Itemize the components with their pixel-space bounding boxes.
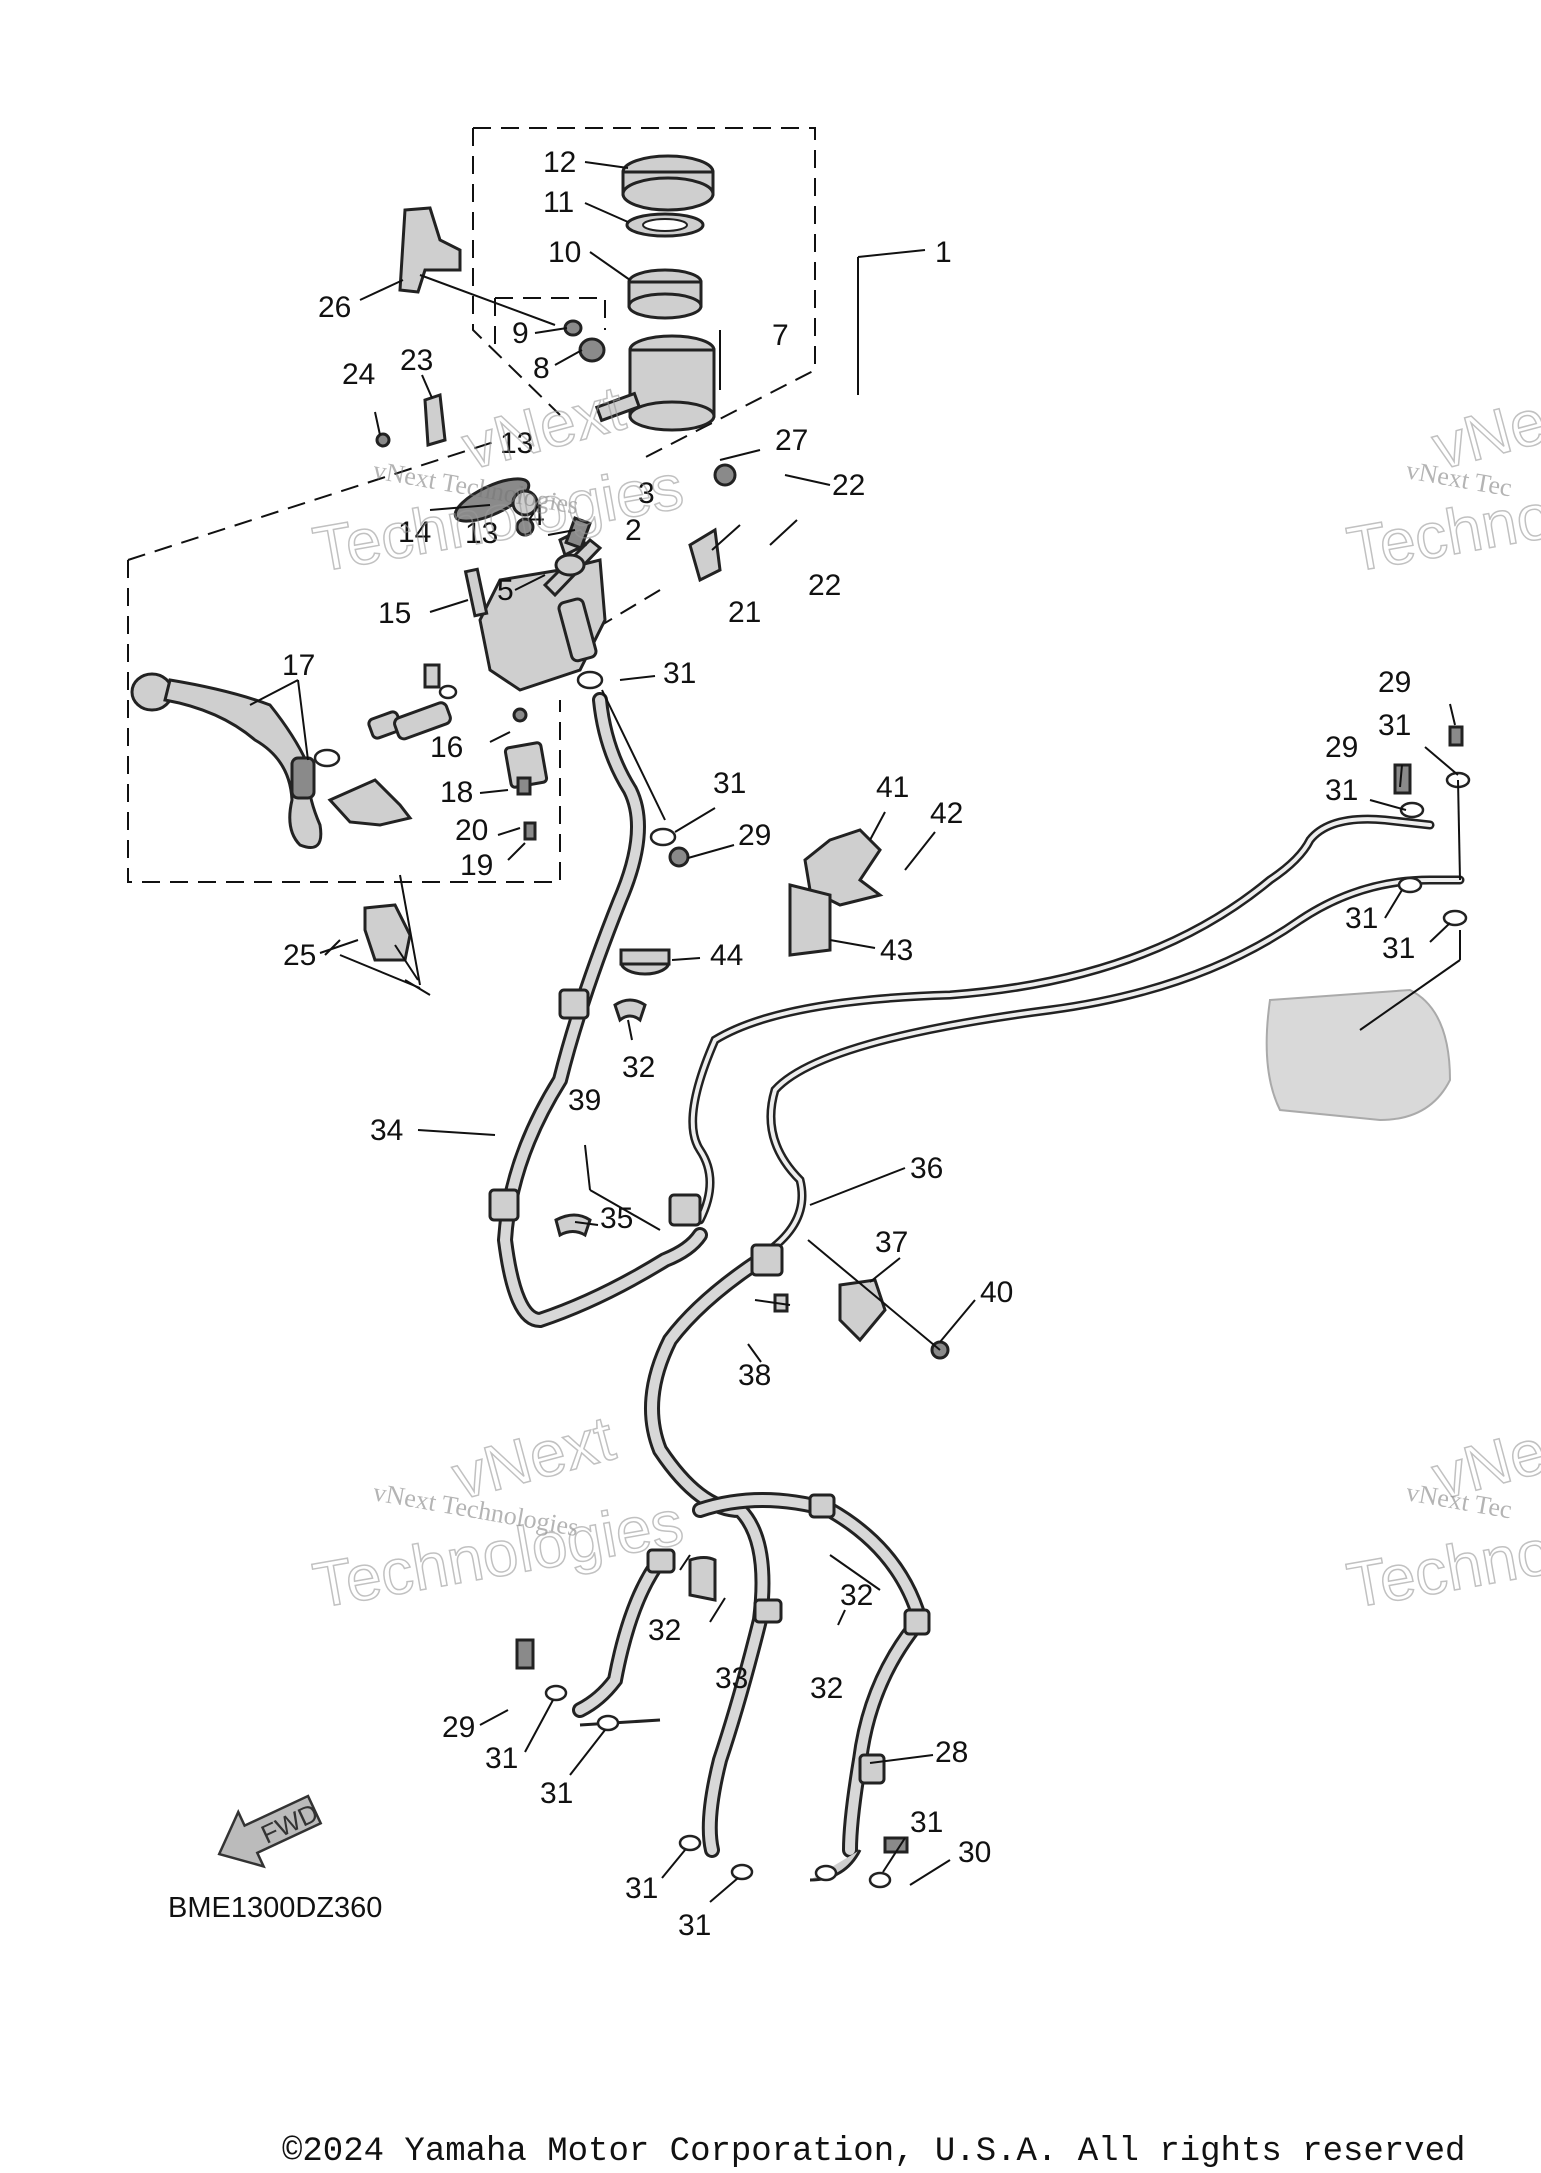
misc-parts: [423, 527, 1464, 1882]
callout-label: 13: [500, 427, 533, 460]
watermark-big: Techno: [1342, 1515, 1541, 1622]
callout-label: 31: [1325, 774, 1358, 807]
callout-label: 11: [543, 186, 574, 219]
callout-label: 22: [832, 469, 865, 502]
copyright-notice: ©2024 Yamaha Motor Corporation, U.S.A. A…: [282, 2133, 1465, 2171]
callout-label: 44: [710, 939, 743, 972]
callout-label: 17: [282, 649, 315, 682]
watermark-2: vNe vNext Tec Techno: [1341, 384, 1541, 587]
callout-label: 22: [808, 569, 841, 602]
callout-label: 24: [342, 358, 375, 391]
brake-lines: [488, 692, 1465, 1858]
callout-label: 31: [910, 1806, 943, 1839]
watermark-3: vNext vNext Technologies Technologies: [307, 1401, 689, 1623]
callout-label: 8: [533, 352, 550, 385]
callout-label: 16: [430, 731, 463, 764]
callout-label: 1: [935, 236, 952, 269]
callout-label: 32: [622, 1051, 655, 1084]
forward-direction-arrow: FWD: [217, 1794, 323, 1869]
lever-group: [130, 672, 549, 962]
callout-label: 30: [958, 1836, 991, 1869]
bracket-group: [375, 206, 462, 448]
callout-label: 36: [910, 1152, 943, 1185]
callout-label: 12: [543, 146, 576, 179]
o-rings: [544, 670, 1471, 1889]
leader-lines: [249, 161, 1461, 1903]
callout-label: 31: [1378, 709, 1411, 742]
callout-label: 42: [930, 797, 963, 830]
callout-label: 31: [713, 767, 746, 800]
callout-label: 39: [568, 1084, 601, 1117]
callout-label: 7: [772, 319, 789, 352]
callout-label: 13: [465, 517, 498, 550]
callout-label: 34: [370, 1114, 403, 1147]
callout-label: 32: [648, 1614, 681, 1647]
callout-label: 27: [775, 424, 808, 457]
callout-label: 19: [460, 849, 493, 882]
callout-label: 31: [540, 1777, 573, 1810]
master-cylinder-body: [453, 477, 607, 692]
callout-label: 21: [728, 596, 761, 629]
watermark-4: vNe vNext Tec Techno: [1341, 1414, 1541, 1623]
callout-label: 29: [442, 1711, 475, 1744]
callout-label: 9: [512, 317, 529, 350]
callout-label: 33: [715, 1662, 748, 1695]
callout-label: 31: [1382, 932, 1415, 965]
callout-label: 40: [980, 1276, 1013, 1309]
callout-label: 20: [455, 814, 488, 847]
callout-label: 18: [440, 776, 473, 809]
callout-label: 29: [738, 819, 771, 852]
callout-label: 23: [400, 344, 433, 377]
callout-label: 15: [378, 597, 411, 630]
callout-label: 29: [1378, 666, 1411, 699]
callout-label: 31: [663, 657, 696, 690]
callout-label: 37: [875, 1226, 908, 1259]
callout-label: 31: [625, 1872, 658, 1905]
assembly-boundaries: [127, 127, 816, 883]
callout-label: 28: [935, 1736, 968, 1769]
callout-label: 4: [528, 499, 545, 532]
watermark-big: Techno: [1342, 479, 1541, 586]
callout-labels: 12 11 10 1 26 9 8 7 24 23 13 27 22 3 14 …: [282, 146, 1415, 1942]
callout-label: 31: [1345, 902, 1378, 935]
callout-label: 2: [625, 514, 642, 547]
callout-label: 35: [600, 1202, 633, 1235]
callout-label: 3: [638, 477, 655, 510]
callout-label: 43: [880, 934, 913, 967]
callout-label: 38: [738, 1359, 771, 1392]
callout-label: 32: [840, 1579, 873, 1612]
callout-label: 32: [810, 1672, 843, 1705]
callout-label: 29: [1325, 731, 1358, 764]
callout-label: 41: [876, 771, 909, 804]
callout-label: 31: [485, 1742, 518, 1775]
callout-label: 25: [283, 939, 316, 972]
callout-label: 5: [497, 574, 514, 607]
callout-label: 31: [678, 1909, 711, 1942]
diagram-code: BME1300DZ360: [168, 1892, 382, 1924]
callout-label: 26: [318, 291, 351, 324]
reservoir-group: [563, 154, 737, 487]
callout-label: 14: [398, 516, 431, 549]
callout-label: 10: [548, 236, 581, 269]
